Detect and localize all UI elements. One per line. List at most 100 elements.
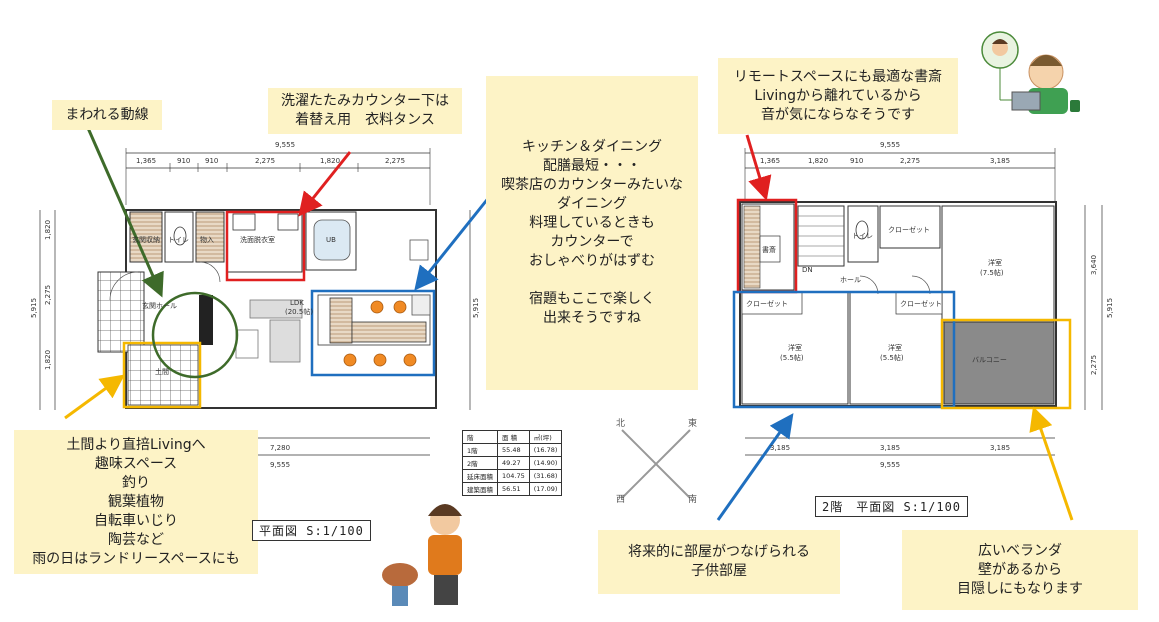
table-cell: (17.09) (528, 482, 563, 496)
note-line: 目隠しにもなります (957, 580, 1083, 597)
room-label: (20.5帖) (285, 307, 313, 316)
note-study: リモートスペースにも最適な書斎 Livingから離れているから 音が気にならなそ… (718, 58, 958, 134)
note-line: カウンターで (550, 234, 634, 250)
people-illustration (981, 31, 1080, 114)
room-label: 洗面脱衣室 (240, 235, 275, 244)
floor2-dim: 3,640 (1090, 255, 1098, 275)
note-line: 趣味スペース (94, 455, 178, 472)
room-label: LDK (290, 299, 304, 307)
floor1-dim: 5,915 (30, 298, 38, 318)
compass-south: 南 (688, 495, 698, 505)
note-doma: 土間より直掊Livingへ 趣味スペース 釣り 観葉植物 自転車いじり 陶芸など… (14, 430, 258, 574)
floor2-dim: 3,185 (770, 444, 790, 452)
note-line: 喫茶店のカウンターみたいな (501, 177, 683, 193)
note-kitchen: キッチン＆ダイニング 配膳最短・・・ 喫茶店のカウンターみたいな ダイニング 料… (486, 76, 698, 390)
floor2-caption: 2階 平面図 S:1/100 (815, 496, 969, 517)
room-label: 土間 (155, 367, 169, 376)
room-label: 洋室 (988, 258, 1002, 267)
room-label: バルコニー (972, 356, 1007, 364)
compass-icon (621, 429, 691, 499)
note-line: キッチン＆ダイニング (522, 139, 662, 155)
note-laundry: 洗濯たたみカウンター下は 着替え用 衣料タンス (268, 88, 462, 134)
compass-north: 北 (616, 419, 626, 429)
note-line: 料理しているときも (529, 215, 655, 231)
floor2-dim: 910 (850, 157, 863, 165)
floor1-plan (39, 148, 471, 456)
room-label: 洋室 (888, 343, 902, 352)
floor1-dim: 2,275 (385, 157, 405, 165)
table-row: 建築面積 56.51 (17.09) (462, 482, 563, 496)
room-label: 洋室 (788, 343, 802, 352)
note-line: 土間より直掊Livingへ (66, 436, 206, 453)
floor1-dim: 7,280 (270, 444, 290, 452)
room-label: トイレ (168, 236, 189, 244)
floor1-dim: 9,555 (270, 461, 290, 469)
floor1-dim: 1,820 (44, 220, 52, 240)
floor1-total-width: 9,555 (275, 141, 295, 149)
note-line: 将来的に部屋がつなげられる (628, 544, 810, 560)
note-line: 洗濯たたみカウンター下は (281, 93, 449, 109)
note-line: 子供部屋 (691, 563, 747, 579)
floor2-dim: 1,820 (808, 157, 828, 165)
room-label: UB (326, 236, 336, 244)
table-cell: (16.78) (528, 443, 563, 457)
compass-west: 西 (616, 495, 626, 505)
floor2-dim: 3,185 (990, 444, 1010, 452)
room-label: クローゼット (888, 225, 930, 234)
table-cell: 104.75 (497, 469, 530, 483)
note-line: おしゃべりがはずむ (529, 253, 655, 269)
note-line: リモートスペースにも最適な書斎 (733, 68, 943, 85)
table-cell: 2階 (462, 456, 498, 470)
note-line: 雨の日はランドリースペースにも (32, 550, 240, 567)
floor1-dim: 1,365 (136, 157, 156, 165)
note-line: 釣り (122, 474, 150, 491)
room-label: (5.5帖) (880, 353, 904, 362)
floor2-dim: 2,275 (900, 157, 920, 165)
table-cell: 49.27 (497, 456, 530, 470)
note-veranda: 広いベランダ 壁があるから 目隠しにもなります (902, 530, 1138, 610)
table-header-cell: 面 積 (497, 430, 530, 444)
table-header-cell: ㎡(坪) (528, 430, 563, 444)
room-label: トイレ (852, 232, 873, 240)
compass-east: 東 (688, 419, 698, 429)
note-line: 広いベランダ (978, 542, 1062, 559)
note-line: 音が気にならなそうです (761, 106, 915, 123)
room-label: 書斎 (762, 245, 776, 254)
room-label: 玄関ホール (142, 301, 177, 310)
floor1-dim: 2,275 (255, 157, 275, 165)
floor2-dim: 3,185 (990, 157, 1010, 165)
floor1-dim: 5,915 (472, 298, 480, 318)
note-circulation: まわれる動線 (52, 100, 162, 130)
note-line: 自転車いじり (94, 512, 178, 529)
floor1-dim: 910 (177, 157, 190, 165)
note-line: Livingから離れているから (754, 87, 922, 104)
floor1-dim: 910 (205, 157, 218, 165)
room-label: DN (802, 266, 813, 274)
room-label: クローゼット (900, 299, 942, 308)
potter-illustration (382, 504, 462, 606)
room-label: (5.5帖) (780, 353, 804, 362)
room-label: 玄関収納 (132, 235, 160, 244)
table-cell: 55.48 (497, 443, 530, 457)
table-cell: 1階 (462, 443, 498, 457)
note-line: 陶芸など (108, 531, 164, 548)
note-line: 出来そうですね (543, 310, 641, 326)
floor1-caption: 平面図 S:1/100 (252, 520, 371, 541)
room-label: ホール (840, 276, 861, 284)
note-line: まわれる動線 (65, 106, 149, 123)
table-header-cell: 階 (462, 430, 498, 444)
table-cell: (14.90) (528, 456, 563, 470)
table-cell: (31.68) (528, 469, 563, 483)
note-line: 壁があるから (978, 561, 1062, 578)
table-cell: 建築面積 (462, 482, 498, 496)
room-label: (7.5帖) (980, 268, 1004, 277)
table-header-row: 階 面 積 ㎡(坪) (462, 430, 563, 444)
floor1-dim: 2,275 (44, 285, 52, 305)
table-cell: 延床面積 (462, 469, 498, 483)
floor2-dim: 3,185 (880, 444, 900, 452)
floor2-dim: 9,555 (880, 461, 900, 469)
room-label: クローゼット (746, 299, 788, 308)
floor2-dim: 1,365 (760, 157, 780, 165)
